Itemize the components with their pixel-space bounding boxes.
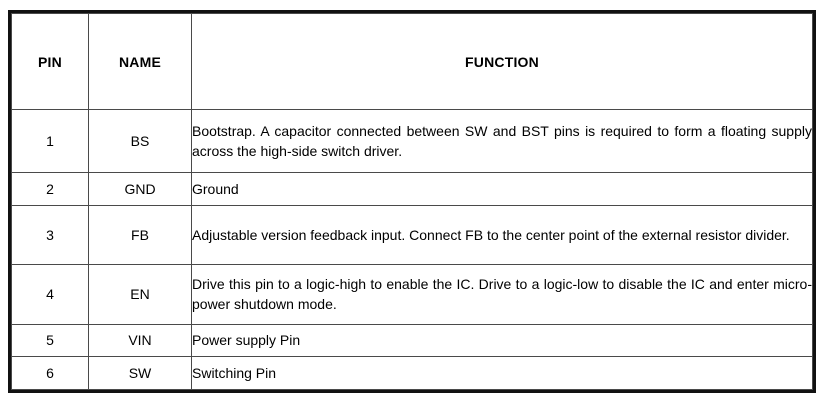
- cell-name: BS: [88, 108, 192, 174]
- function-text: Switching Pin: [192, 364, 277, 381]
- cell-name: EN: [88, 264, 192, 325]
- cell-name: GND: [88, 172, 192, 207]
- table-row: 2 GND Ground: [11, 172, 813, 207]
- cell-pin: 2: [11, 172, 89, 207]
- table-header-row: PIN NAME FUNCTION: [11, 13, 813, 110]
- column-header-function: FUNCTION: [191, 13, 813, 110]
- function-text: Ground: [192, 181, 239, 198]
- function-text: Drive this pin to a logic-high to enable…: [192, 276, 812, 313]
- function-text: Bootstrap. A capacitor connected between…: [192, 122, 812, 160]
- cell-function: Bootstrap. A capacitor connected between…: [191, 108, 813, 174]
- cell-function: Power supply Pin: [191, 323, 813, 358]
- table-row: 4 EN Drive this pin to a logic-high to e…: [11, 264, 813, 325]
- column-header-pin: PIN: [11, 13, 89, 110]
- column-header-name: NAME: [88, 13, 192, 110]
- table-row: 3 FB Adjustable version feedback input. …: [11, 205, 813, 266]
- table-row: 1 BS Bootstrap. A capacitor connected be…: [11, 108, 813, 174]
- cell-function: Drive this pin to a logic-high to enable…: [191, 264, 813, 325]
- function-text: Adjustable version feedback input. Conne…: [192, 227, 790, 244]
- cell-pin: 4: [11, 264, 89, 325]
- table-body: 1 BS Bootstrap. A capacitor connected be…: [11, 108, 813, 390]
- cell-name: FB: [88, 205, 192, 266]
- cell-pin: 1: [11, 108, 89, 174]
- cell-function: Adjustable version feedback input. Conne…: [191, 205, 813, 266]
- table-row: 6 SW Switching Pin: [11, 356, 813, 390]
- cell-function: Ground: [191, 172, 813, 207]
- table-header: PIN NAME FUNCTION: [11, 13, 813, 110]
- cell-pin: 3: [11, 205, 89, 266]
- pin-description-table: PIN NAME FUNCTION 1 BS Bootstrap. A capa…: [11, 13, 813, 390]
- cell-pin: 5: [11, 323, 89, 358]
- cell-name: SW: [88, 356, 192, 390]
- pin-description-table-container: PIN NAME FUNCTION 1 BS Bootstrap. A capa…: [8, 10, 816, 393]
- function-text: Power supply Pin: [192, 332, 301, 349]
- table-row: 5 VIN Power supply Pin: [11, 323, 813, 358]
- cell-pin: 6: [11, 356, 89, 390]
- cell-function: Switching Pin: [191, 356, 813, 390]
- cell-name: VIN: [88, 323, 192, 358]
